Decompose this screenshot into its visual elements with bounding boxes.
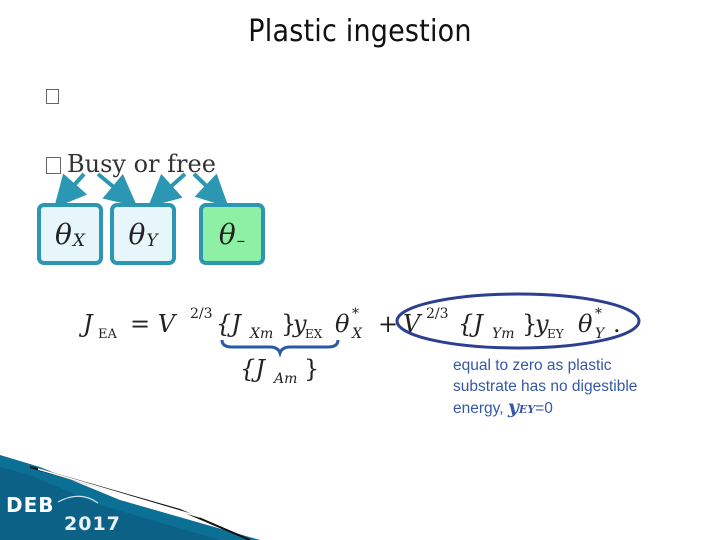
tile-theta-free-sub: – [236, 231, 246, 251]
note-symbol-sub: EY [518, 403, 536, 416]
note-symbol: y [507, 396, 519, 418]
underbrace [220, 339, 340, 358]
note-value: =0 [535, 400, 553, 417]
page-title: Plastic ingestion [248, 14, 472, 49]
note-line-3-text: energy, [453, 400, 504, 417]
bullet-marker-icon [46, 88, 59, 104]
underbrace-label: {J [240, 355, 266, 383]
eq-y1: y [292, 310, 307, 338]
eq-lhs: J [78, 310, 94, 338]
eq-brace2: {J [458, 310, 484, 338]
eq-lhs-sub: EA [98, 327, 117, 342]
logo-year: 2017 [64, 513, 121, 535]
eq-brace2-sub: Ym [492, 326, 515, 342]
deb-logo [0, 455, 260, 540]
eq-brace1-sub: Xm [249, 326, 273, 342]
eq-y2: y [534, 310, 549, 338]
tile-theta-y-sub: Y [146, 231, 158, 251]
eq-brace2-close: } [522, 310, 537, 338]
eq-theta2-sup: * [595, 306, 602, 322]
arrow-free-to-empty [192, 172, 229, 208]
underbrace-close: } [304, 355, 319, 383]
logo-name: DEB [6, 493, 55, 517]
annotation-note: equal to zero as plastic substrate has n… [453, 355, 668, 420]
eq-theta2: θ [578, 310, 593, 338]
tile-theta-free-symbol: θ [218, 217, 236, 251]
eq-power2: 2/3 [426, 306, 449, 322]
note-line-1: equal to zero as plastic [453, 357, 612, 374]
underbrace-sub: Am [272, 371, 297, 387]
bullet-empty [46, 88, 63, 104]
eq-theta1-sup: * [352, 306, 359, 322]
bullet-busy-or-free: Busy or free [46, 150, 216, 178]
eq-brace1: {J [216, 310, 242, 338]
tile-theta-y-symbol: θ [128, 217, 146, 251]
bullet-busy-or-free-text: Busy or free [67, 150, 216, 178]
arrow-busy-to-y [96, 172, 138, 207]
eq-power1: 2/3 [190, 306, 213, 322]
eq-theta1-sub: X [351, 326, 363, 342]
eq-y1-sub: EX [305, 327, 323, 341]
note-line-3: energy, yEY=0 [453, 397, 668, 420]
arrow-busy-to-x [54, 172, 88, 209]
eq-theta1: θ [335, 310, 350, 338]
eq-theta2-sub: Y [595, 326, 606, 342]
highlight-ellipse [395, 292, 641, 350]
eq-y2-sub: EY [547, 327, 565, 341]
bullet-marker-icon [46, 157, 61, 174]
eq-plus: + [378, 310, 398, 338]
tile-theta-x-sub: X [72, 231, 85, 251]
tile-theta-free: θ– [199, 203, 265, 265]
arrow-free-to-y [148, 172, 187, 207]
tile-theta-x-symbol: θ [55, 217, 72, 251]
note-line-2: substrate has no digestible [453, 378, 638, 395]
eq-brace1-close: } [281, 310, 296, 338]
eq-term1: = V [130, 310, 178, 338]
eq-end: . [613, 310, 621, 338]
